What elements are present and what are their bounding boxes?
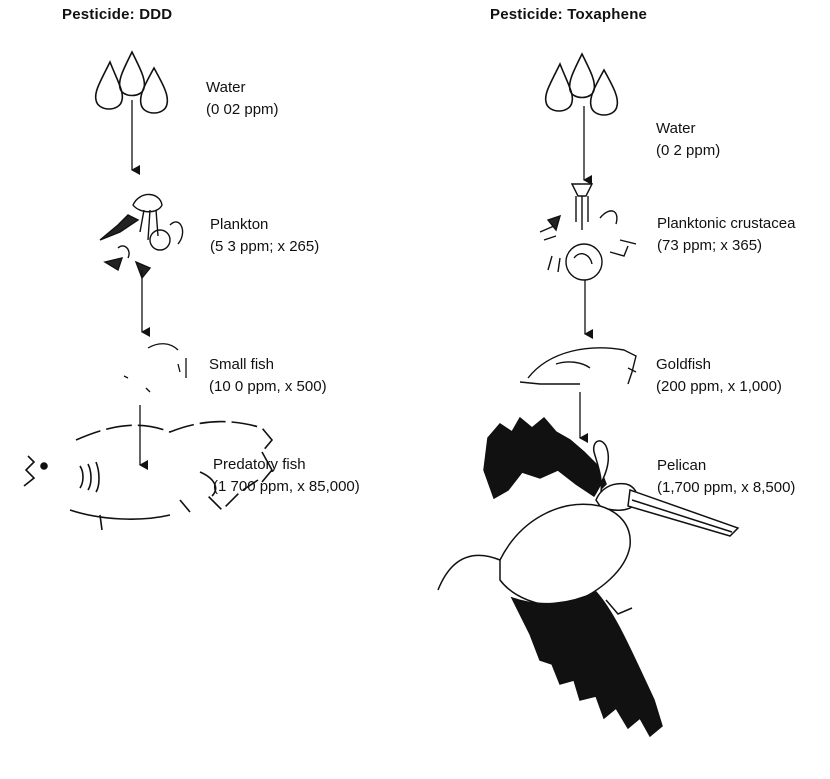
ddd-level-detail: (1 700 ppm, x 85,000)	[213, 476, 360, 498]
plankton-icon	[100, 194, 183, 278]
toxaphene-level-name: Water	[656, 118, 720, 140]
water-drops-icon-toxaphene	[546, 54, 618, 115]
ddd-level-name: Predatory fish	[213, 454, 360, 476]
ddd-level-water: Water (0 02 ppm)	[206, 77, 279, 121]
toxaphene-level-name: Pelican	[657, 455, 795, 477]
ddd-level-small-fish: Small fish (10 0 ppm, x 500)	[209, 354, 327, 398]
toxaphene-level-detail: (0 2 ppm)	[656, 140, 720, 162]
small-fish-icon	[124, 344, 186, 392]
crustacea-icon	[540, 184, 636, 280]
goldfish-icon	[520, 348, 636, 384]
ddd-level-name: Plankton	[210, 214, 319, 236]
ddd-level-predatory-fish: Predatory fish (1 700 ppm, x 85,000)	[213, 454, 360, 498]
toxaphene-level-pelican: Pelican (1,700 ppm, x 8,500)	[657, 455, 795, 499]
toxaphene-level-water: Water (0 2 ppm)	[656, 118, 720, 162]
toxaphene-level-crustacea: Planktonic crustacea (73 ppm; x 365)	[657, 213, 795, 257]
toxaphene-level-name: Planktonic crustacea	[657, 213, 795, 235]
ddd-level-name: Water	[206, 77, 279, 99]
toxaphene-level-goldfish: Goldfish (200 ppm, x 1,000)	[656, 354, 782, 398]
ddd-level-detail: (5 3 ppm; x 265)	[210, 236, 319, 258]
toxaphene-level-detail: (1,700 ppm, x 8,500)	[657, 477, 795, 499]
toxaphene-level-detail: (200 ppm, x 1,000)	[656, 376, 782, 398]
ddd-level-detail: (0 02 ppm)	[206, 99, 279, 121]
ddd-level-detail: (10 0 ppm, x 500)	[209, 376, 327, 398]
ddd-level-plankton: Plankton (5 3 ppm; x 265)	[210, 214, 319, 258]
toxaphene-level-detail: (73 ppm; x 365)	[657, 235, 795, 257]
toxaphene-level-name: Goldfish	[656, 354, 782, 376]
ddd-level-name: Small fish	[209, 354, 327, 376]
